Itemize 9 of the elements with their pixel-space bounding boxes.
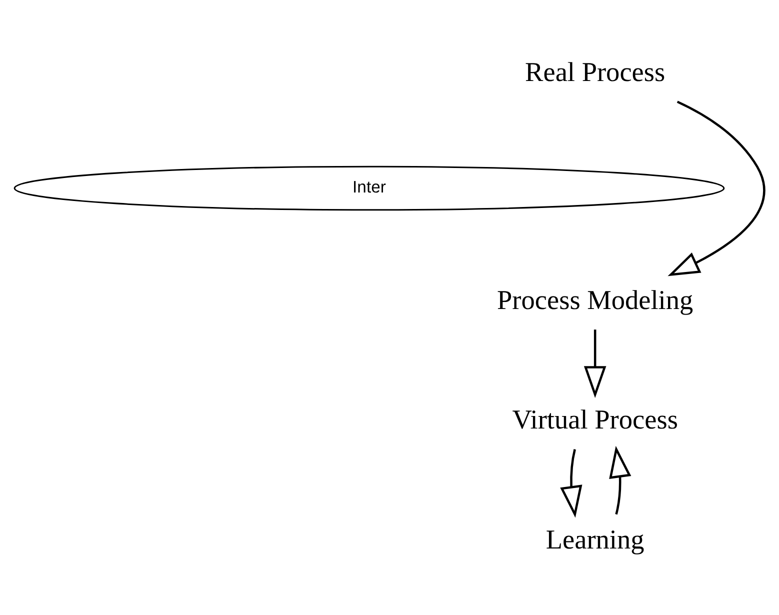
node-text: Real Process [525, 56, 666, 87]
node-ellipse: Inter [14, 165, 725, 210]
arrow [560, 448, 582, 518]
node-text: Learning [546, 524, 644, 554]
node-text: Process Modeling [497, 284, 694, 314]
arrow [609, 445, 632, 514]
arrow [668, 100, 766, 276]
node-text: Virtual Process [512, 404, 678, 434]
arrow [584, 329, 606, 398]
